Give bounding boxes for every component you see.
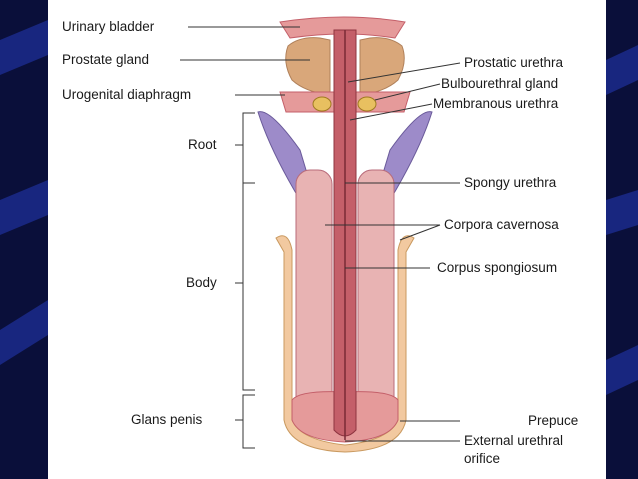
corpora-cavernosa-left xyxy=(295,169,333,416)
label-urogenital-diaphragm: Urogenital diaphragm xyxy=(62,87,192,102)
bulbourethral-gland-left xyxy=(312,96,332,112)
label-glans-penis: Glans penis xyxy=(131,412,203,427)
prostate-gland-shape xyxy=(285,37,331,96)
label-orifice: orifice xyxy=(464,451,501,466)
urinary-bladder-shape xyxy=(279,16,406,39)
label-corpora-cavernosa: Corpora cavernosa xyxy=(444,217,559,232)
label-prostatic-urethra: Prostatic urethra xyxy=(464,55,564,70)
label-spongy-urethra: Spongy urethra xyxy=(464,175,557,190)
label-membranous-urethra: Membranous urethra xyxy=(433,96,559,111)
background-stripes xyxy=(0,20,638,395)
label-external-urethral: External urethral xyxy=(464,433,564,448)
label-urinary-bladder: Urinary bladder xyxy=(62,19,155,34)
bulbourethral-gland-right xyxy=(357,96,377,112)
label-corpus-spongiosum: Corpus spongiosum xyxy=(437,260,558,275)
corpora-cavernosa-right xyxy=(357,169,395,416)
label-prostate-gland: Prostate gland xyxy=(62,52,150,67)
label-prepuce: Prepuce xyxy=(528,413,579,428)
prostate-gland-shape-right xyxy=(359,37,405,96)
label-root: Root xyxy=(188,137,217,152)
label-body: Body xyxy=(186,275,217,290)
label-bulbourethral-gland: Bulbourethral gland xyxy=(441,76,559,91)
leader-lines xyxy=(180,26,461,449)
